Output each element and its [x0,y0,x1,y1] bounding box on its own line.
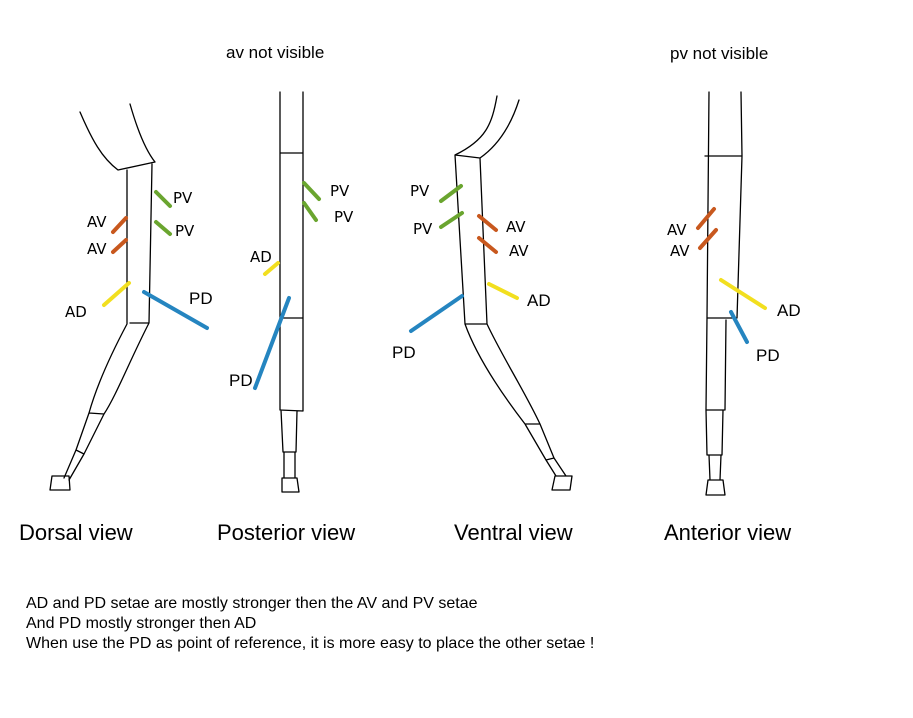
leg-anterior-view: AV AV AD PD Anterior view [664,91,801,545]
label-pv-2-ventral: PV [413,220,433,238]
label-pd-anterior: PD [756,346,780,365]
explanation-line-2: And PD mostly stronger then AD [26,615,257,632]
label-pv-1-dorsal: PV [173,189,193,207]
caption-ventral-view: Ventral view [454,520,573,545]
seta-av-1-anterior [696,207,716,230]
label-av-1-ventral: AV [506,218,526,236]
label-av-2-ventral: AV [509,242,529,260]
label-pd-posterior: PD [229,371,253,390]
seta-av-2-dorsal [111,238,128,254]
label-ad-posterior: AD [250,248,272,266]
seta-av-2-anterior [698,228,718,250]
seta-av-1-dorsal [111,216,128,234]
seta-pd-anterior [729,310,749,344]
seta-pv-2-ventral [439,211,464,229]
caption-dorsal-view: Dorsal view [19,520,133,545]
seta-ad-anterior [719,278,767,310]
seta-pv-2-posterior [302,201,318,222]
explanation-line-3: When use the PD as point of reference, i… [26,635,595,652]
label-pv-1-posterior: PV [330,182,350,200]
leg-posterior-view: PV PV AD PD Posterior view [217,91,355,545]
seta-pv-2-dorsal [154,220,172,236]
seta-ad-dorsal [102,281,131,307]
seta-pd-dorsal [142,290,209,330]
seta-pd-ventral [409,294,464,333]
label-ad-dorsal: AD [65,303,87,321]
leg-outline-ventral [454,95,573,491]
leg-outline-anterior [704,91,743,496]
label-ad-ventral: AD [527,291,551,310]
seta-pd-posterior [253,296,291,390]
label-av-2-dorsal: AV [87,240,107,258]
seta-ad-posterior [263,261,280,276]
label-pd-ventral: PD [392,343,416,362]
caption-posterior-view: Posterior view [217,520,355,545]
leg-outline-posterior [279,91,304,493]
leg-dorsal-view: PV PV AV AV AD PD Dorsal view [19,103,213,545]
label-ad-anterior: AD [777,301,801,320]
label-pv-1-ventral: PV [410,182,430,200]
seta-av-2-ventral [477,236,498,254]
label-pd-dorsal: PD [189,289,213,308]
seta-pv-1-posterior [302,181,321,201]
note-av-not-visible: av not visible [226,43,324,62]
label-av-1-anterior: AV [667,221,687,239]
leg-ventral-view: PV PV AV AV AD PD Ventral view [392,95,573,545]
label-av-1-dorsal: AV [87,213,107,231]
label-pv-2-dorsal: PV [175,222,195,240]
leg-outline-dorsal [49,103,156,491]
explanation-line-1: AD and PD setae are mostly stronger then… [26,595,478,612]
seta-ad-ventral [487,282,519,300]
label-av-2-anterior: AV [670,242,690,260]
label-pv-2-posterior: PV [334,208,354,226]
caption-anterior-view: Anterior view [664,520,791,545]
note-pv-not-visible: pv not visible [670,44,768,63]
seta-pv-1-ventral [439,184,463,203]
seta-pv-1-dorsal [154,190,172,208]
seta-av-1-ventral [477,214,498,232]
